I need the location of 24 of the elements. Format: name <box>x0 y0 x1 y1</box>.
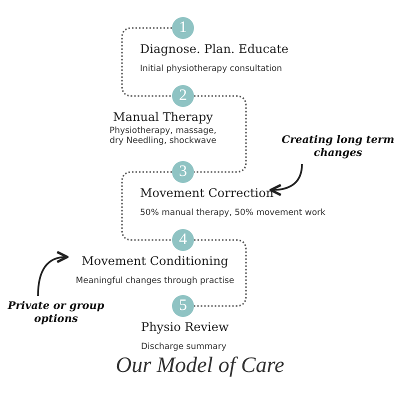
step-description: Physiotherapy, massage, dry Needling, shockwave <box>108 126 218 146</box>
number-circle: 3 <box>172 161 194 183</box>
curved-arrow <box>37 251 69 296</box>
step-description: Initial physiotherapy consultation <box>140 64 282 74</box>
dotted-connector <box>194 239 247 307</box>
step-description: Discharge summary <box>141 342 226 352</box>
step-heading: Diagnose. Plan. Educate <box>140 42 289 56</box>
dotted-connector <box>194 95 247 173</box>
annotation-text: Creating long term changes <box>280 134 396 160</box>
curved-arrow <box>269 164 303 196</box>
step-heading: Movement Correction <box>140 186 274 200</box>
dotted-connector <box>121 27 172 97</box>
number-circle: 2 <box>172 85 194 107</box>
number-circle: 1 <box>172 17 194 39</box>
dotted-connector <box>121 171 172 241</box>
step-heading: Movement Conditioning <box>82 254 228 268</box>
title: Our Model of Care <box>114 352 286 378</box>
step-description: 50% manual therapy, 50% movement work <box>140 208 326 218</box>
step-description: Meaningful changes through practise <box>76 276 234 286</box>
number-circle: 4 <box>172 229 194 251</box>
step-heading: Physio Review <box>141 320 229 334</box>
number-circle: 5 <box>172 295 194 317</box>
step-heading: Manual Therapy <box>113 110 213 124</box>
annotation-text: Private or group options <box>4 300 108 326</box>
